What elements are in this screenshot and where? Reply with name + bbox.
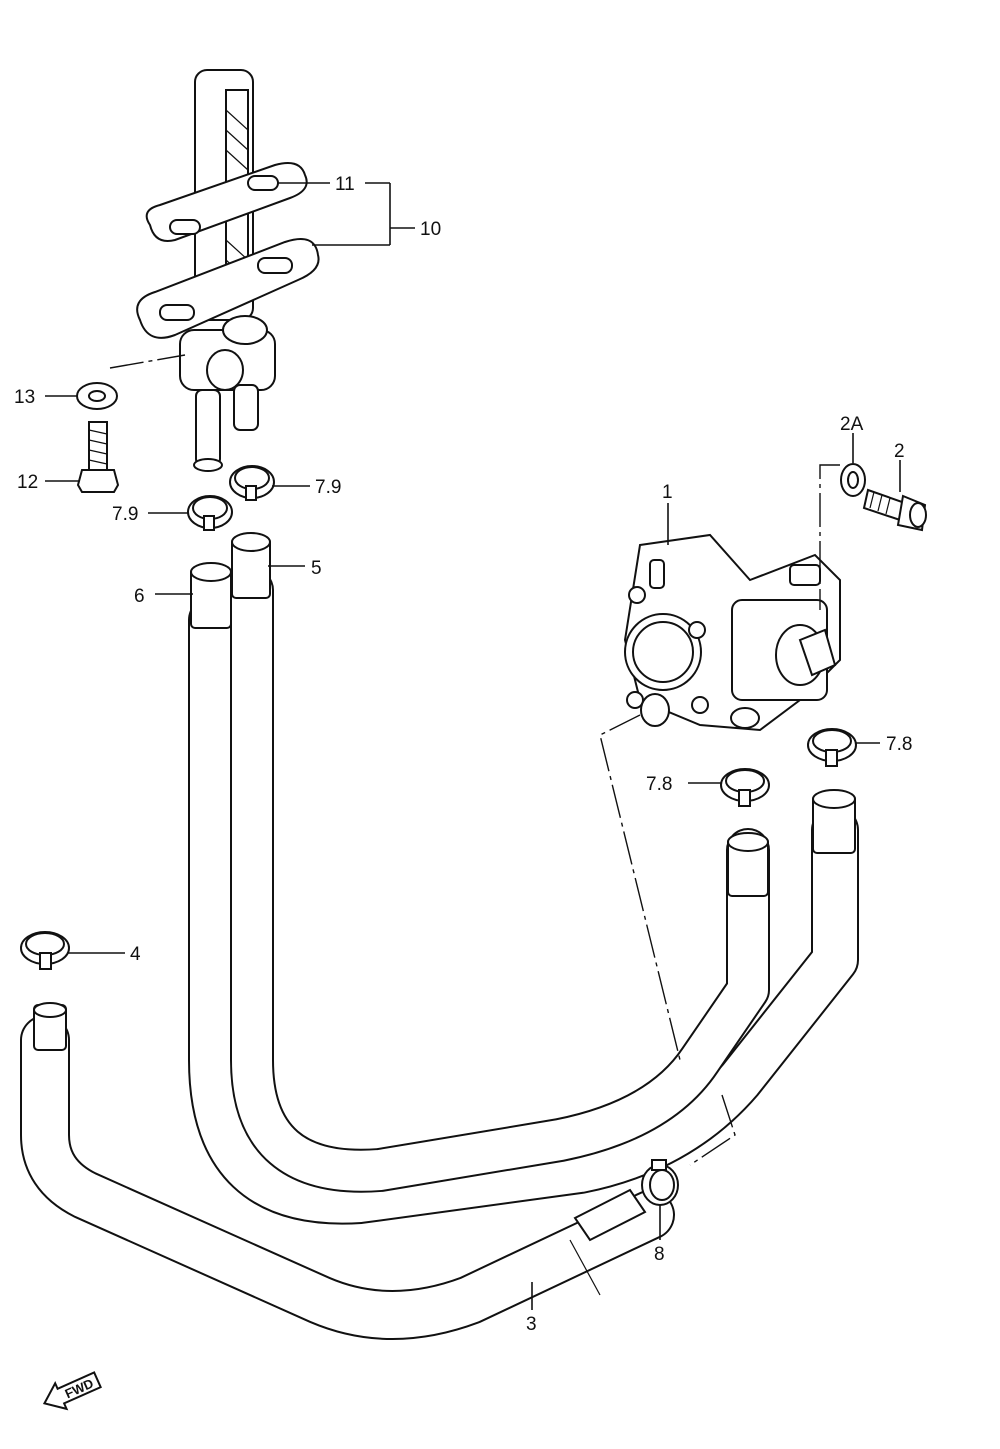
hose-6-end <box>190 562 232 629</box>
washer-2a <box>840 463 866 497</box>
callout-3: 3 <box>526 1314 537 1335</box>
washer-13 <box>76 382 118 410</box>
callout-5: 5 <box>311 558 322 579</box>
clamp-7-8-right <box>807 728 857 767</box>
callout-10: 10 <box>420 219 441 240</box>
fuel-pump <box>623 533 841 732</box>
hose-3 <box>20 1002 675 1340</box>
hose-5-end <box>231 532 271 599</box>
callout-2a: 2A <box>840 414 864 435</box>
callout-4: 4 <box>130 944 141 965</box>
clamp-8 <box>641 1159 679 1206</box>
callout-2: 2 <box>894 441 905 462</box>
clamp-7-9-left <box>187 495 233 531</box>
callout-7-8-right: 7.8 <box>886 734 912 755</box>
leader-lines <box>45 182 901 1310</box>
callout-11: 11 <box>335 174 355 195</box>
hose-5-pump-end <box>727 832 769 897</box>
screw-12 <box>76 421 120 493</box>
callout-13: 13 <box>14 387 35 408</box>
callout-12: 12 <box>17 472 38 493</box>
callout-8: 8 <box>654 1244 665 1265</box>
callout-7-8-left: 7.8 <box>646 774 672 795</box>
callout-7-9-right: 7.9 <box>315 477 341 498</box>
hose-6 <box>188 596 859 1225</box>
clamp-4 <box>20 931 70 970</box>
callout-1: 1 <box>662 482 673 503</box>
bolt-2 <box>862 488 927 532</box>
callout-7-9-left: 7.9 <box>112 504 138 525</box>
clamp-7-9-right <box>229 465 275 501</box>
fwd-arrow-icon: FWD <box>42 1371 102 1411</box>
fuel-cock-assembly <box>136 69 320 472</box>
clamp-7-8-left <box>720 768 770 807</box>
hose-5 <box>230 568 770 1193</box>
hose-3-inner-end <box>573 1188 647 1242</box>
callout-6: 6 <box>134 586 145 607</box>
hose-6-pump-end <box>812 789 856 854</box>
